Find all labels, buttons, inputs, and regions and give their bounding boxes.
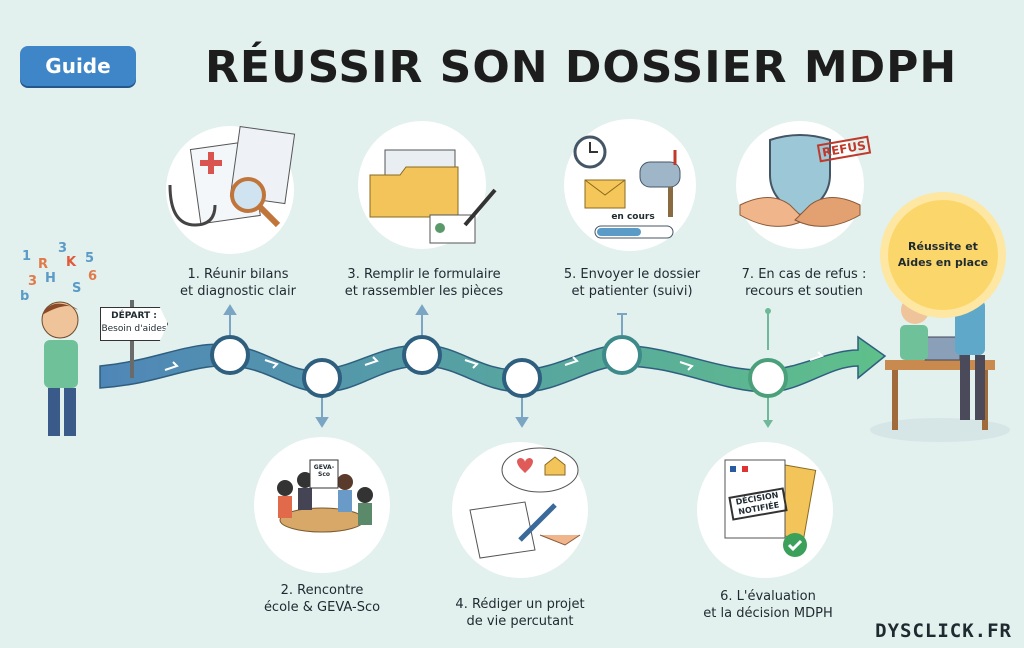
- geva-sheet-label: GEVA-Sco: [313, 464, 335, 478]
- finish-subtitle: Aides en place: [897, 256, 989, 269]
- step-label-4: 4. Rédiger un projet de vie percutant: [455, 596, 584, 630]
- page-title: RÉUSSIR SON DOSSIER MDPH: [205, 42, 958, 93]
- step-node-1: [210, 335, 250, 375]
- step-node-2: [302, 358, 342, 398]
- step-3-title: 3. Remplir le formulaire: [347, 267, 501, 282]
- mail-clock-icon: [573, 135, 681, 239]
- step-node-5: [602, 335, 642, 375]
- step-node-6: [748, 358, 788, 398]
- folder-icon: [369, 149, 497, 244]
- guide-badge: Guide: [20, 46, 136, 86]
- step-3-subtitle: et rassembler les pièces: [344, 284, 504, 299]
- step-label-1: 1. Réunir bilans et diagnostic clair: [180, 266, 296, 300]
- svg-text:R: R: [38, 257, 48, 272]
- svg-text:S: S: [72, 281, 81, 296]
- svg-text:3: 3: [28, 274, 37, 289]
- status-label: en cours: [611, 212, 655, 222]
- svg-text:1: 1: [22, 249, 31, 264]
- life-project-icon: [469, 447, 581, 559]
- step-6-subtitle: et la décision MDPH: [703, 606, 833, 621]
- svg-text:K: K: [66, 255, 77, 270]
- step-label-3: 3. Remplir le formulaire et rassembler le…: [345, 266, 503, 300]
- step-6-title: 6. L'évaluation: [720, 589, 816, 604]
- svg-text:6: 6: [88, 269, 97, 284]
- step-1-title: 1. Réunir bilans: [187, 267, 289, 282]
- svg-text:H: H: [45, 271, 56, 286]
- step-1-subtitle: et diagnostic clair: [180, 284, 296, 299]
- finish-title: Réussite et: [908, 240, 978, 253]
- step-label-7: 7. En cas de refus : recours et soutien: [742, 266, 867, 300]
- svg-text:5: 5: [85, 251, 94, 266]
- medical-documents-icon: [168, 126, 296, 228]
- step-4-title: 4. Rédiger un projet: [455, 597, 585, 612]
- step-node-3: [402, 335, 442, 375]
- step-2-title: 2. Rencontre: [280, 583, 364, 598]
- svg-text:b: b: [20, 289, 29, 304]
- progress-path: [99, 335, 887, 393]
- start-sign-title: DÉPART :: [111, 311, 157, 321]
- step-label-5: 5. Envoyer le dossier et patienter (suivi…: [564, 266, 700, 300]
- shield-handshake-icon: [739, 134, 861, 227]
- step-7-subtitle: recours et soutien: [745, 284, 863, 299]
- illustration-rencontre: [254, 437, 390, 573]
- step-label-2: 2. Rencontre école & GEVA-Sco: [264, 582, 380, 616]
- step-5-title: 5. Envoyer le dossier: [563, 267, 701, 282]
- confused-child-figure: [41, 301, 79, 436]
- start-sign: DÉPART : Besoin d'aides: [100, 307, 168, 341]
- step-label-6: 6. L'évaluation et la décision MDPH: [703, 588, 833, 622]
- step-2-subtitle: école & GEVA-Sco: [263, 600, 381, 615]
- svg-text:3: 3: [58, 241, 67, 256]
- start-sign-subtitle: Besoin d'aides: [101, 324, 167, 334]
- meeting-table-icon: [277, 459, 373, 533]
- success-sun: Réussite et Aides en place: [888, 200, 998, 310]
- step-node-4: [502, 358, 542, 398]
- brand-logo: DYSCLICK.FR: [875, 620, 1012, 642]
- step-4-subtitle: de vie percutant: [466, 614, 574, 629]
- decision-document-icon: [724, 459, 817, 557]
- step-5-subtitle: et patienter (suivi): [571, 284, 693, 299]
- step-7-title: 7. En cas de refus :: [741, 267, 867, 282]
